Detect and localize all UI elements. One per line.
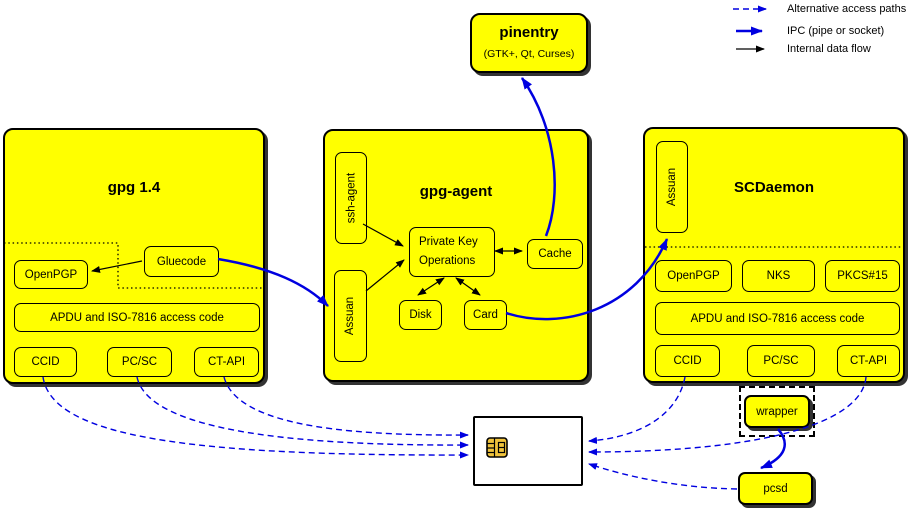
legend-ipc-pipe-or-socket: IPC (pipe or socket) xyxy=(787,25,885,37)
pinentry-box: pinentry (GTK+, Qt, Curses) xyxy=(470,13,588,73)
dashed-gpg14-ccid-to-card xyxy=(42,376,469,459)
disk-box: Disk xyxy=(399,300,442,330)
scdaemon-assuan-label: Assuan xyxy=(666,167,679,207)
gpg14-ccid-label: CCID xyxy=(31,356,60,368)
dashed-scdaemon-ccid-to-card xyxy=(588,376,686,444)
gpg14-ctapi-label: CT-API xyxy=(207,356,246,368)
scdaemon-ctapi-box: CT-API xyxy=(837,345,900,377)
pinentry-title: pinentry xyxy=(499,24,559,41)
gpg14-apdu-label: APDU and ISO-7816 access code xyxy=(50,311,224,324)
scdaemon-pcsc-box: PC/SC xyxy=(747,345,815,377)
card-label: Card xyxy=(473,309,498,321)
dashed-pcsd-to-card xyxy=(588,463,738,490)
scdaemon-box: SCDaemon Assuan OpenPGP NKS PKCS#15 APDU… xyxy=(643,127,905,383)
gpg14-pcsc-box: PC/SC xyxy=(107,347,172,377)
gpg14-gluecode-box: Gluecode xyxy=(144,246,219,277)
private-key-operations-line1: Private Key xyxy=(419,236,478,249)
scdaemon-nks-label: NKS xyxy=(766,270,791,282)
gpg14-apdu-box: APDU and ISO-7816 access code xyxy=(14,303,260,332)
gpg-agent-box: gpg-agent ssh-agent Assuan Private Key O… xyxy=(323,129,589,382)
cache-box: Cache xyxy=(527,239,583,269)
gpg14-box: gpg 1.4 OpenPGP Gluecode APDU and ISO-78… xyxy=(3,128,265,384)
scdaemon-openpgp-box: OpenPGP xyxy=(655,260,732,292)
legend-alternative-access-paths: Alternative access paths xyxy=(787,3,907,15)
scdaemon-apdu-label: APDU and ISO-7816 access code xyxy=(690,312,865,325)
gpg14-ccid-box: CCID xyxy=(14,347,77,377)
scdaemon-ccid-label: CCID xyxy=(673,355,702,367)
pcsd-box: pcsd xyxy=(738,472,813,505)
scdaemon-ctapi-label: CT-API xyxy=(849,355,888,367)
smartcard-chip-icon xyxy=(486,437,508,458)
scdaemon-apdu-box: APDU and ISO-7816 access code xyxy=(655,302,900,335)
scdaemon-pkcs15-label: PKCS#15 xyxy=(837,270,888,282)
gpg14-title: gpg 1.4 xyxy=(107,179,161,196)
gpg14-openpgp-box: OpenPGP xyxy=(14,260,88,289)
wrapper-box: wrapper xyxy=(744,395,810,428)
gpg14-pcsc-label: PC/SC xyxy=(121,356,158,368)
scdaemon-title: SCDaemon xyxy=(733,179,815,196)
smartcard xyxy=(473,416,583,486)
legend-internal-data-flow: Internal data flow xyxy=(787,43,871,55)
pcsd-label: pcsd xyxy=(763,482,788,495)
scdaemon-openpgp-label: OpenPGP xyxy=(667,270,720,282)
card-box: Card xyxy=(464,300,507,330)
dashed-gpg14-ctapi-to-card xyxy=(223,376,469,439)
gpg-agent-ssh-agent-box: ssh-agent xyxy=(335,152,367,244)
gpg14-gluecode-label: Gluecode xyxy=(156,255,207,268)
pinentry-subtitle: (GTK+, Qt, Curses) xyxy=(483,48,575,60)
dashed-gpg14-pcsc-to-card xyxy=(136,376,469,449)
private-key-operations-line2: Operations xyxy=(419,255,476,267)
gpg-agent-ssh-agent-label: ssh-agent xyxy=(345,172,358,224)
scdaemon-nks-box: NKS xyxy=(742,260,815,292)
dashed-scdaemon-ctapi-to-card xyxy=(588,376,867,456)
gpg-agent-assuan-label: Assuan xyxy=(344,296,357,336)
gpg14-openpgp-label: OpenPGP xyxy=(24,268,78,281)
scdaemon-assuan-box: Assuan xyxy=(656,141,688,233)
scdaemon-pkcs15-box: PKCS#15 xyxy=(825,260,900,292)
scdaemon-ccid-box: CCID xyxy=(655,345,720,377)
disk-label: Disk xyxy=(409,309,432,321)
wrapper-label: wrapper xyxy=(756,405,798,418)
scdaemon-pcsc-label: PC/SC xyxy=(763,355,799,367)
private-key-operations-box: Private Key Operations xyxy=(409,227,495,277)
cache-label: Cache xyxy=(538,248,572,260)
gpg-agent-title: gpg-agent xyxy=(419,183,493,200)
gpg-agent-assuan-box: Assuan xyxy=(334,270,367,362)
gpg14-ctapi-box: CT-API xyxy=(194,347,259,377)
